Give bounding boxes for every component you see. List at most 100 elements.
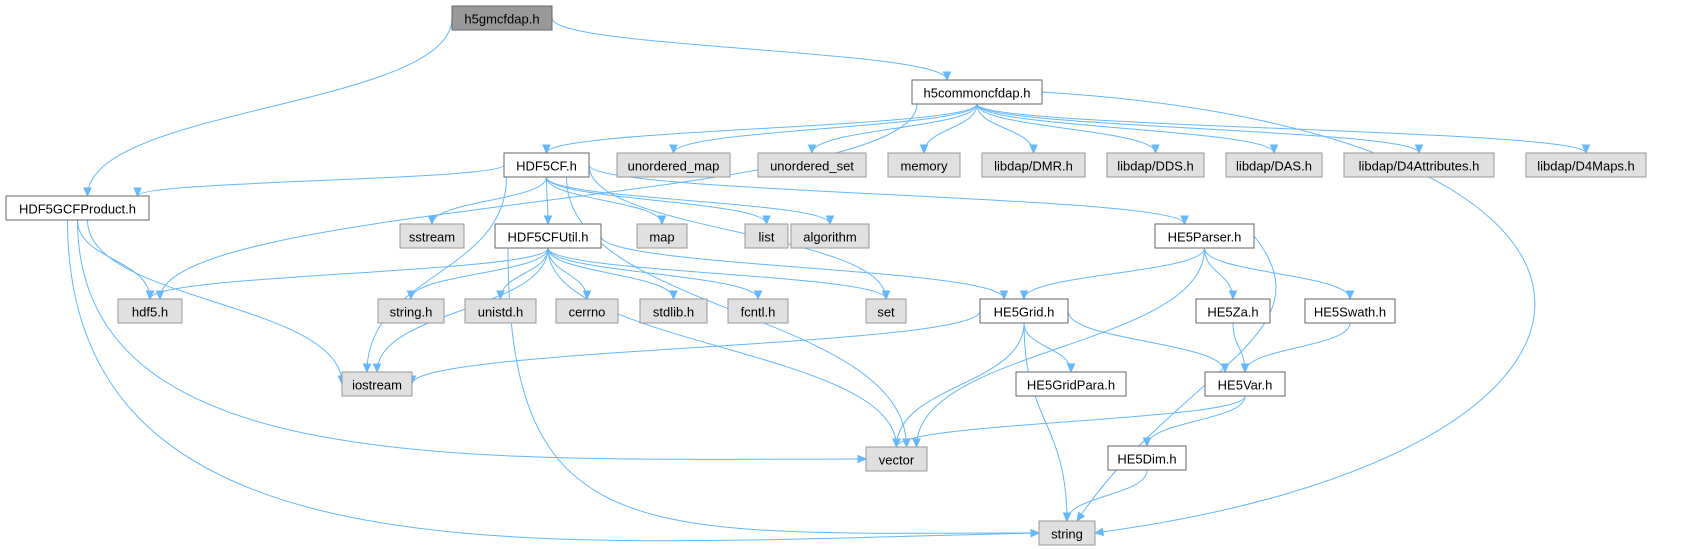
arrowhead-HDF5CF-to-HE5Parser	[1180, 215, 1189, 226]
node-unordered_map: unordered_map	[616, 152, 731, 178]
node-box-sstream	[399, 223, 465, 249]
node-box-HE5GridPara	[1015, 371, 1127, 397]
arrowhead-HE5Dim-to-string	[1062, 512, 1072, 523]
node-h5commoncfdap[interactable]: h5commoncfdap.h	[911, 79, 1043, 105]
edge-h5commoncfdap-to-DDS	[976, 103, 1156, 154]
arrowhead-h5commoncfdap-to-unordered_map	[669, 144, 678, 155]
arrowhead-HE5Parser-to-HE5Za	[1228, 290, 1238, 301]
node-label-HDF5CF: HDF5CF.h	[516, 159, 577, 174]
node-set: set	[865, 298, 907, 324]
node-label-stdlib: stdlib.h	[653, 305, 694, 320]
node-h5gmcfdap[interactable]: h5gmcfdap.h	[451, 5, 553, 31]
node-box-string	[1038, 520, 1096, 546]
arrowhead-h5commoncfdap-to-HDF5CF	[542, 144, 551, 155]
node-D4Attributes: libdap/D4Attributes.h	[1343, 152, 1495, 178]
edge-HE5Var-to-vector	[896, 395, 1246, 448]
arrowhead-HE5Grid-to-HE5Var	[1220, 363, 1230, 374]
node-HE5Var[interactable]: HE5Var.h	[1204, 371, 1286, 397]
node-memory: memory	[887, 152, 961, 178]
arrowhead-HDF5CFUtil-to-stringh	[406, 290, 416, 301]
node-label-set: set	[877, 305, 895, 320]
node-box-D4Maps	[1525, 152, 1647, 178]
edge-HE5Var-to-HE5Dim	[1146, 395, 1246, 447]
node-label-cerrno: cerrno	[569, 305, 606, 320]
arrowhead-h5gmcfdap-to-HDF5GCFProduct	[83, 187, 92, 198]
node-unordered_set: unordered_set	[757, 152, 867, 178]
node-label-D4Maps: libdap/D4Maps.h	[1537, 159, 1635, 174]
edge-h5commoncfdap-to-HDF5CF	[546, 103, 978, 154]
node-list: list	[744, 223, 789, 249]
node-label-stringh: string.h	[390, 305, 433, 320]
node-algorithm: algorithm	[790, 223, 870, 249]
edge-HDF5CF-to-set	[588, 164, 887, 300]
node-HE5Dim[interactable]: HE5Dim.h	[1107, 445, 1187, 471]
node-HDF5CF[interactable]: HDF5CF.h	[503, 152, 590, 178]
node-cerrno: cerrno	[555, 298, 619, 324]
node-DAS: libdap/DAS.h	[1225, 152, 1323, 178]
arrowhead-h5commoncfdap-to-string	[1093, 527, 1104, 537]
arrowhead-HE5Var-to-vector	[892, 438, 901, 449]
node-box-HE5Za	[1195, 298, 1271, 324]
arrowhead-HDF5CFUtil-to-hdf5	[145, 290, 155, 301]
node-label-HE5Grid: HE5Grid.h	[994, 305, 1055, 320]
node-label-unordered_map: unordered_map	[628, 159, 720, 174]
node-label-h5gmcfdap: h5gmcfdap.h	[464, 12, 539, 27]
node-box-stdlib	[639, 298, 708, 324]
edge-h5commoncfdap-to-hdf5	[159, 103, 918, 300]
edges-layer	[67, 17, 1591, 542]
node-box-unordered_set	[757, 152, 867, 178]
node-HE5Grid[interactable]: HE5Grid.h	[979, 298, 1069, 324]
node-sstream: sstream	[399, 223, 465, 249]
node-HE5GridPara[interactable]: HE5GridPara.h	[1015, 371, 1127, 397]
edge-HDF5CFUtil-to-hdf5	[149, 247, 549, 300]
node-map: map	[636, 223, 688, 249]
edge-h5commoncfdap-to-unordered_set	[811, 103, 978, 154]
node-vector: vector	[865, 446, 928, 472]
edge-HE5Swath-to-HE5Var	[1244, 322, 1351, 373]
edge-HDF5CFUtil-to-cerrno	[547, 247, 588, 300]
node-box-algorithm	[790, 223, 870, 249]
node-stringh: string.h	[377, 298, 445, 324]
node-box-HE5Swath	[1304, 298, 1396, 324]
edge-HE5Grid-to-HE5Var	[1067, 310, 1226, 373]
arrowhead-HDF5CF-to-iostream	[362, 363, 372, 374]
node-label-HE5Dim: HE5Dim.h	[1117, 452, 1176, 467]
node-HE5Swath[interactable]: HE5Swath.h	[1304, 298, 1396, 324]
arrowhead-h5commoncfdap-to-DMR	[1029, 144, 1038, 155]
edge-HDF5CFUtil-to-set	[547, 247, 887, 300]
node-box-h5commoncfdap	[911, 79, 1043, 105]
arrowhead-HE5Parser-to-string	[1076, 511, 1086, 523]
edge-HE5Grid-to-string	[1023, 322, 1068, 522]
edge-HDF5CF-to-HDF5GCFProduct	[137, 164, 505, 197]
node-label-HE5Var: HE5Var.h	[1218, 378, 1273, 393]
node-HDF5CFUtil[interactable]: HDF5CFUtil.h	[494, 223, 602, 249]
node-stdlib: stdlib.h	[639, 298, 708, 324]
node-fcntl: fcntl.h	[727, 298, 789, 324]
node-box-set	[865, 298, 907, 324]
arrowhead-HDF5CFUtil-to-set	[881, 290, 891, 301]
arrowhead-h5commoncfdap-to-DAS	[1269, 144, 1279, 155]
node-HDF5GCFProduct[interactable]: HDF5GCFProduct.h	[5, 195, 150, 221]
node-label-h5commoncfdap: h5commoncfdap.h	[924, 86, 1031, 101]
edge-HDF5CFUtil-to-string	[507, 247, 1040, 534]
node-HE5Za[interactable]: HE5Za.h	[1195, 298, 1271, 324]
node-box-stringh	[377, 298, 445, 324]
node-label-DAS: libdap/DAS.h	[1236, 159, 1312, 174]
node-label-hdf5: hdf5.h	[132, 305, 168, 320]
edge-HDF5GCFProduct-to-vector	[77, 219, 867, 460]
arrowhead-HDF5CFUtil-to-fcntl	[753, 290, 763, 301]
node-label-HDF5GCFProduct: HDF5GCFProduct.h	[19, 202, 136, 217]
edge-h5commoncfdap-to-memory	[923, 103, 978, 154]
edge-h5commoncfdap-to-D4Maps	[976, 103, 1587, 154]
node-box-HDF5CF	[503, 152, 590, 178]
arrowhead-HE5Grid-to-HE5GridPara	[1066, 363, 1076, 374]
node-HE5Parser[interactable]: HE5Parser.h	[1154, 223, 1255, 249]
edge-HE5Parser-to-HE5Swath	[1204, 247, 1351, 300]
nodes-layer: h5gmcfdap.h h5commoncfdap.hHDF5GCFProduct…	[5, 5, 1647, 546]
arrowhead-HDF5CF-to-list	[762, 215, 771, 226]
node-box-HE5Grid	[979, 298, 1069, 324]
edge-h5commoncfdap-to-unordered_map	[673, 103, 978, 154]
edge-HDF5CFUtil-to-vector	[547, 247, 897, 448]
node-label-list: list	[759, 230, 775, 245]
arrowhead-HDF5GCFProduct-to-vector	[857, 454, 868, 464]
